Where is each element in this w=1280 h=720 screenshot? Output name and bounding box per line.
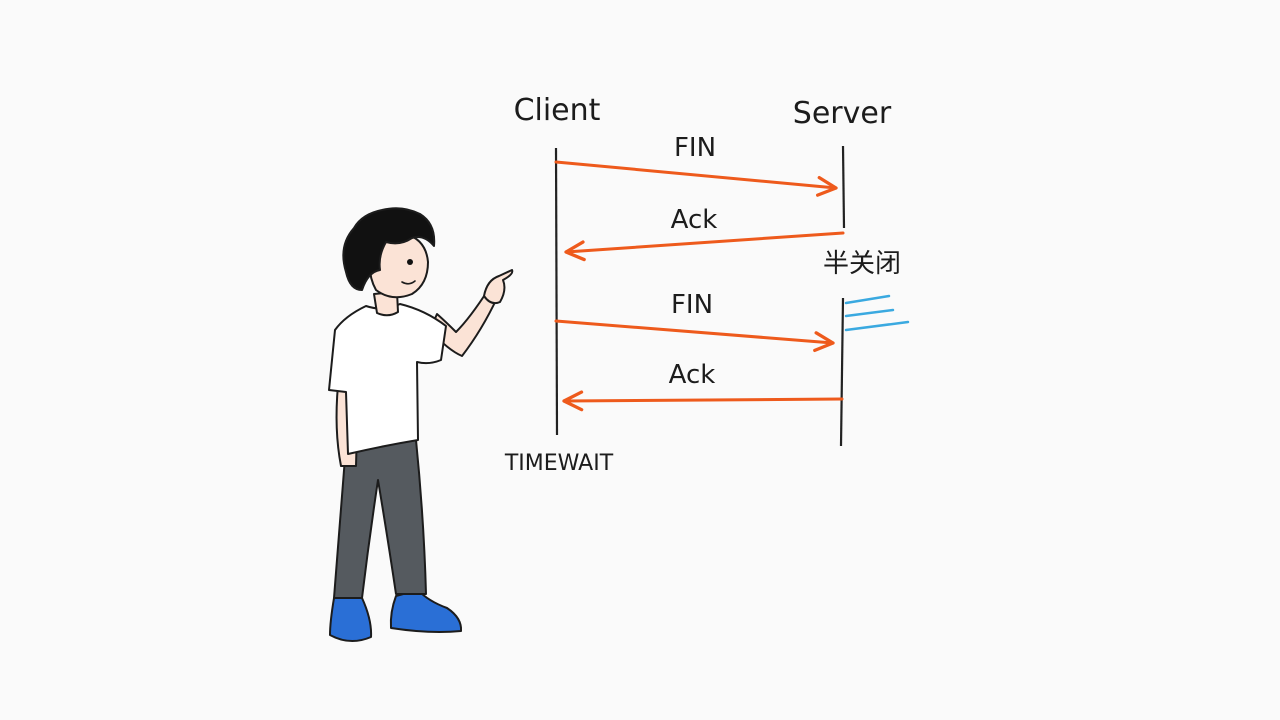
pointing-hand [483,269,514,305]
client-lifeline [554,147,559,436]
pants [333,439,427,599]
msg-arrow-ack-2 [562,390,844,412]
half-close-label: 半关闭 [823,249,901,279]
msg-label-ack-2: Ack [669,360,716,390]
client-label: Client [514,93,601,128]
right-shoe [389,589,463,633]
server-lifeline-lower [839,297,845,447]
left-shoe [329,597,373,642]
smile [401,280,416,285]
server-label: Server [793,96,892,131]
msg-label-fin-1: FIN [674,133,716,163]
msg-label-fin-2: FIN [671,290,713,320]
timewait-label: TIMEWAIT [504,451,614,476]
eye [407,259,413,265]
msg-label-ack-1: Ack [671,205,718,235]
person-pointing-illustration [328,207,514,642]
msg-arrow-fin-1 [554,160,838,197]
server-lifeline-upper [841,145,846,229]
msg-arrow-ack-1 [564,231,845,262]
msg-arrow-fin-2 [554,319,835,353]
shirt [328,303,447,455]
half-close-marker [844,294,910,332]
hair [342,207,436,291]
